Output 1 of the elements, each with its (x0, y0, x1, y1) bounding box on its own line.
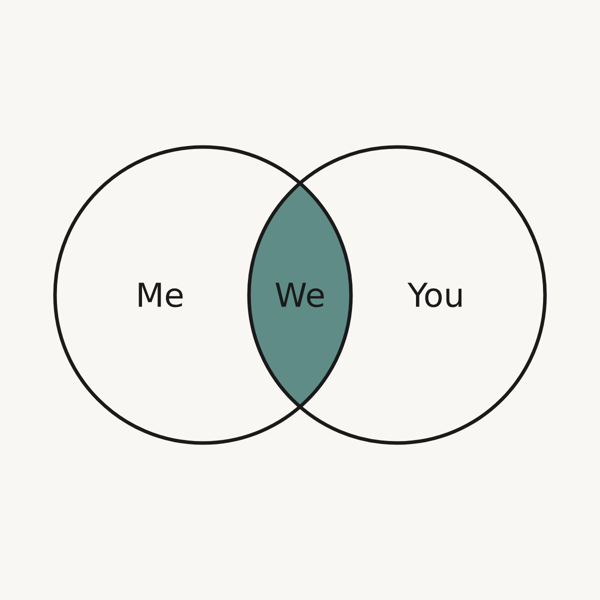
overlap-region: We (249, 147, 351, 443)
